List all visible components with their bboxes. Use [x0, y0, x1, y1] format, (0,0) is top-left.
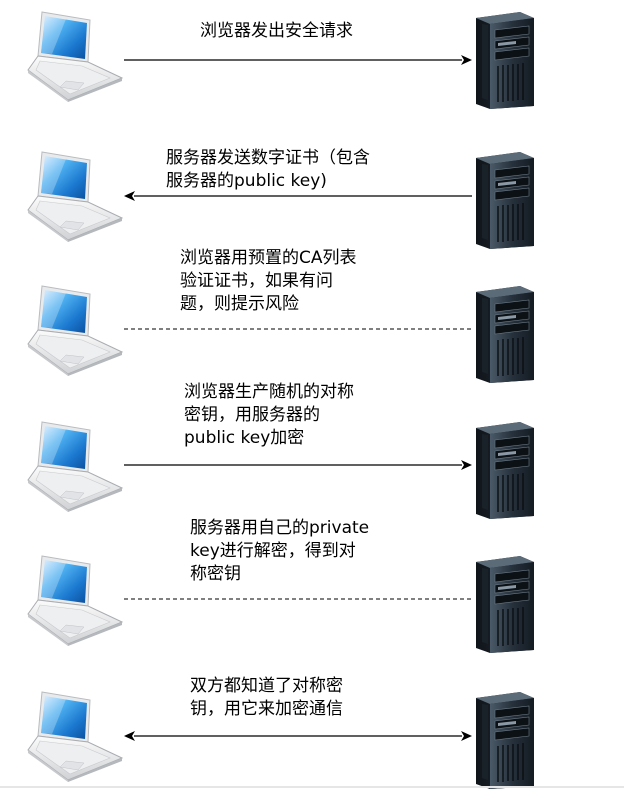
server-tower-icon [468, 420, 538, 520]
server-tower-icon [468, 284, 538, 384]
step-label: 服务器发送数字证书（包含 服务器的public key) [166, 148, 370, 191]
server-tower-icon [468, 10, 538, 110]
step-row-5: 服务器用自己的private key进行解密，得到对 称密钥 [0, 518, 624, 665]
arrow-connector [124, 460, 472, 470]
step-label: 双方都知道了对称密 钥，用它来加密通信 [190, 676, 343, 719]
laptop-icon [26, 10, 126, 102]
step-label: 浏览器生产随机的对称 密钥，用服务器的 public key加密 [184, 382, 354, 448]
dashed-connector [124, 328, 472, 330]
arrow-connector [124, 191, 472, 201]
step-row-4: 浏览器生产随机的对称 密钥，用服务器的 public key加密 [0, 382, 624, 529]
laptop-icon [26, 150, 126, 242]
server-tower-icon [468, 150, 538, 250]
arrow-connector [124, 55, 472, 65]
dashed-connector [124, 598, 472, 600]
step-row-3: 浏览器用预置的CA列表 验证证书，如果有问 题，则提示风险 [0, 248, 624, 395]
step-label: 服务器用自己的private key进行解密，得到对 称密钥 [190, 518, 370, 584]
step-row-2: 服务器发送数字证书（包含 服务器的public key) [0, 138, 624, 263]
step-label: 浏览器用预置的CA列表 验证证书，如果有问 题，则提示风险 [180, 248, 357, 314]
step-label: 浏览器发出安全请求 [200, 21, 353, 41]
laptop-icon [26, 284, 126, 376]
step-row-6: 双方都知道了对称密 钥，用它来加密通信 [0, 676, 624, 801]
laptop-icon [26, 690, 126, 782]
laptop-icon [26, 554, 126, 646]
laptop-icon [26, 420, 126, 512]
server-tower-icon [468, 554, 538, 654]
bottom-divider [0, 786, 624, 788]
server-tower-icon [468, 690, 538, 790]
double-arrow-connector [124, 731, 472, 741]
step-row-1: 浏览器发出安全请求 [0, 0, 624, 125]
